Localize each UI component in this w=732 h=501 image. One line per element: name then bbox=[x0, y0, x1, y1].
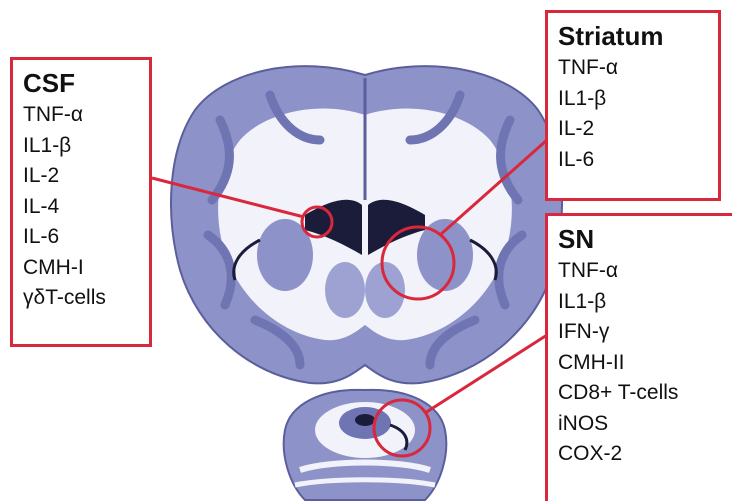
sn-item: COX-2 bbox=[558, 439, 732, 470]
csf-item: IL-6 bbox=[23, 222, 149, 253]
csf-list: TNF-α IL1-β IL-2 IL-4 IL-6 CMH-I γδT-cel… bbox=[23, 100, 149, 314]
sn-list: TNF-α IL1-β IFN-γ CMH-II CD8+ T-cells iN… bbox=[558, 256, 732, 470]
csf-item: IL1-β bbox=[23, 131, 149, 162]
csf-item: IL-2 bbox=[23, 161, 149, 192]
csf-item: TNF-α bbox=[23, 100, 149, 131]
csf-item: CMH-I bbox=[23, 253, 149, 284]
sn-item: IFN-γ bbox=[558, 317, 732, 348]
sn-item: TNF-α bbox=[558, 256, 732, 287]
csf-title: CSF bbox=[23, 68, 149, 98]
sn-title: SN bbox=[558, 224, 732, 254]
striatum-box: Striatum TNF-α IL1-β IL-2 IL-6 bbox=[545, 10, 721, 201]
csf-item: γδT-cells bbox=[23, 283, 149, 314]
striatum-item: IL-6 bbox=[558, 145, 718, 176]
csf-item: IL-4 bbox=[23, 192, 149, 223]
sn-item: CD8+ T-cells bbox=[558, 378, 732, 409]
sn-item: IL1-β bbox=[558, 287, 732, 318]
striatum-title: Striatum bbox=[558, 21, 718, 51]
striatum-item: IL-2 bbox=[558, 114, 718, 145]
striatum-list: TNF-α IL1-β IL-2 IL-6 bbox=[558, 53, 718, 175]
striatum-item: IL1-β bbox=[558, 84, 718, 115]
coronal-brain-section bbox=[171, 66, 562, 383]
sn-item: CMH-II bbox=[558, 348, 732, 379]
csf-box: CSF TNF-α IL1-β IL-2 IL-4 IL-6 CMH-I γδT… bbox=[10, 57, 152, 347]
sn-box: SN TNF-α IL1-β IFN-γ CMH-II CD8+ T-cells… bbox=[545, 213, 732, 501]
striatum-item: TNF-α bbox=[558, 53, 718, 84]
sn-item: iNOS bbox=[558, 409, 732, 440]
